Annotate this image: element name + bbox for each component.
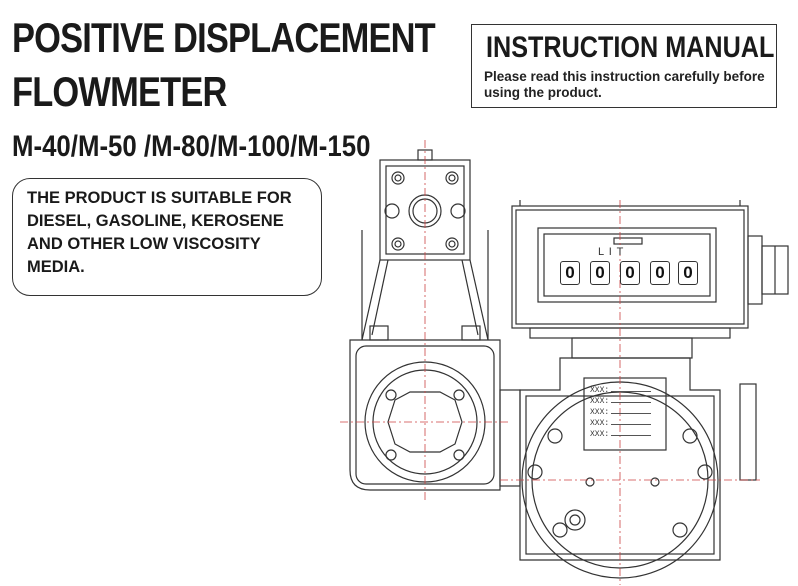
register-digit: 0 <box>560 261 580 285</box>
manual-note: Please read this instruction carefully b… <box>484 69 765 100</box>
register-digit: 0 <box>620 261 640 285</box>
nameplate-row: XXX: <box>590 419 660 430</box>
nameplate-row: XXX: <box>590 386 660 397</box>
nameplate-row: XXX: <box>590 408 660 419</box>
support-legs <box>361 230 489 341</box>
title-line-2: FLOWMETER <box>12 68 227 115</box>
suitability-text: THE PRODUCT IS SUITABLE FOR DIESEL, GASO… <box>27 189 292 276</box>
nameplate-row: XXX: <box>590 430 660 441</box>
register-housing <box>511 200 789 359</box>
nameplate-row: XXX: <box>590 397 660 408</box>
manual-title: INSTRUCTION MANUAL <box>486 31 775 64</box>
register-digit: 0 <box>590 261 610 285</box>
model-list: M-40/M-50 /M-80/M-100/M-150 <box>12 130 371 163</box>
title-line-1: POSITIVE DISPLACEMENT <box>12 14 436 61</box>
center-lines <box>340 140 760 585</box>
register-digit: 0 <box>650 261 670 285</box>
register-digits: 0 0 0 0 0 <box>560 261 700 285</box>
instruction-manual-box: INSTRUCTION MANUAL Please read this inst… <box>471 24 777 108</box>
nameplate: XXX: XXX: XXX: XXX: XXX: <box>590 386 660 441</box>
register-digit: 0 <box>678 261 698 285</box>
register-unit-label: L I T <box>598 246 625 258</box>
suitability-box: THE PRODUCT IS SUITABLE FOR DIESEL, GASO… <box>12 178 322 296</box>
